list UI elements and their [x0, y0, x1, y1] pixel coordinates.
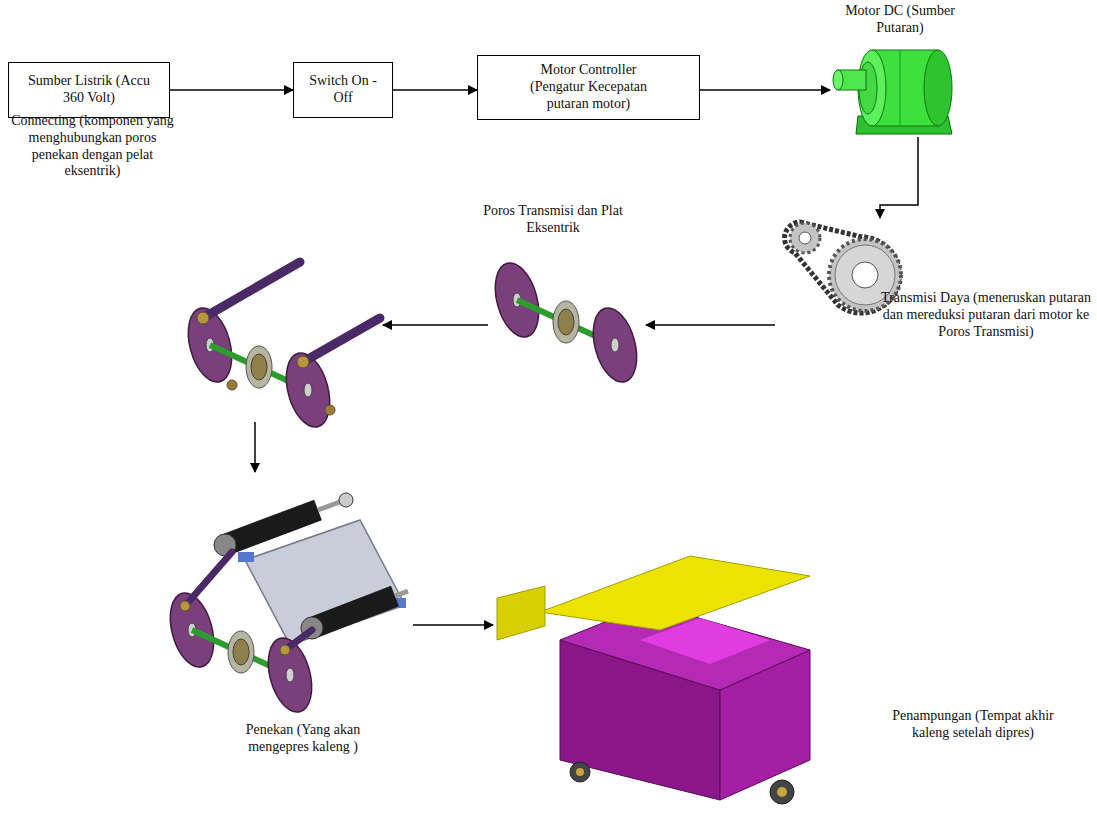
- collection-bin: [497, 556, 810, 804]
- eccentric-shaft: [488, 258, 644, 387]
- press-unit: [163, 493, 408, 717]
- process-box: Sumber Listrik (Accu 360 Volt): [8, 62, 170, 118]
- component-label: Penekan (Yang akan mengepres kaleng ): [238, 722, 368, 756]
- flow-arrow: [393, 89, 477, 91]
- flow-arrow: [880, 137, 918, 218]
- flow-arrow: [254, 422, 256, 472]
- box-label: Motor Controller (Pengatur Kecepatan put…: [514, 62, 664, 112]
- text-wrap: Switch On - Off: [303, 73, 383, 107]
- box-label: Switch On - Off: [303, 73, 383, 107]
- component-label: Transmisi Daya (meneruskan putaran dan m…: [875, 290, 1097, 340]
- box-label: Sumber Listrik (Accu 360 Volt): [19, 73, 159, 107]
- flow-arrow: [383, 324, 488, 326]
- component-label: Motor DC (Sumber Putaran): [840, 3, 960, 37]
- process-box: Motor Controller (Pengatur Kecepatan put…: [477, 55, 700, 120]
- flow-arrow: [170, 89, 293, 91]
- text-wrap: Motor Controller (Pengatur Kecepatan put…: [514, 62, 664, 112]
- component-node: Connecting (komponen yang menghubungkan …: [178, 255, 383, 422]
- component-label: Connecting (komponen yang menghubungkan …: [5, 113, 180, 180]
- component-node: Poros Transmisi dan Plat Eksentrik: [488, 250, 646, 400]
- component-node: Motor DC (Sumber Putaran): [830, 45, 955, 137]
- component-node: Penekan (Yang akan mengepres kaleng ): [163, 472, 413, 718]
- component-node: Penampungan (Tempat akhir kaleng setelah…: [493, 553, 813, 815]
- component-label: Penampungan (Tempat akhir kaleng setelah…: [873, 708, 1073, 742]
- flow-arrow: [646, 324, 775, 326]
- flow-arrow: [413, 624, 493, 626]
- connecting-rods: [181, 262, 380, 432]
- process-box: Switch On - Off: [293, 62, 393, 118]
- dc-motor: [833, 50, 952, 134]
- flow-arrow: [700, 89, 830, 91]
- component-node: Transmisi Daya (meneruskan putaran dan m…: [775, 218, 910, 330]
- component-label: Poros Transmisi dan Plat Eksentrik: [468, 203, 638, 237]
- text-wrap: Sumber Listrik (Accu 360 Volt): [19, 73, 159, 107]
